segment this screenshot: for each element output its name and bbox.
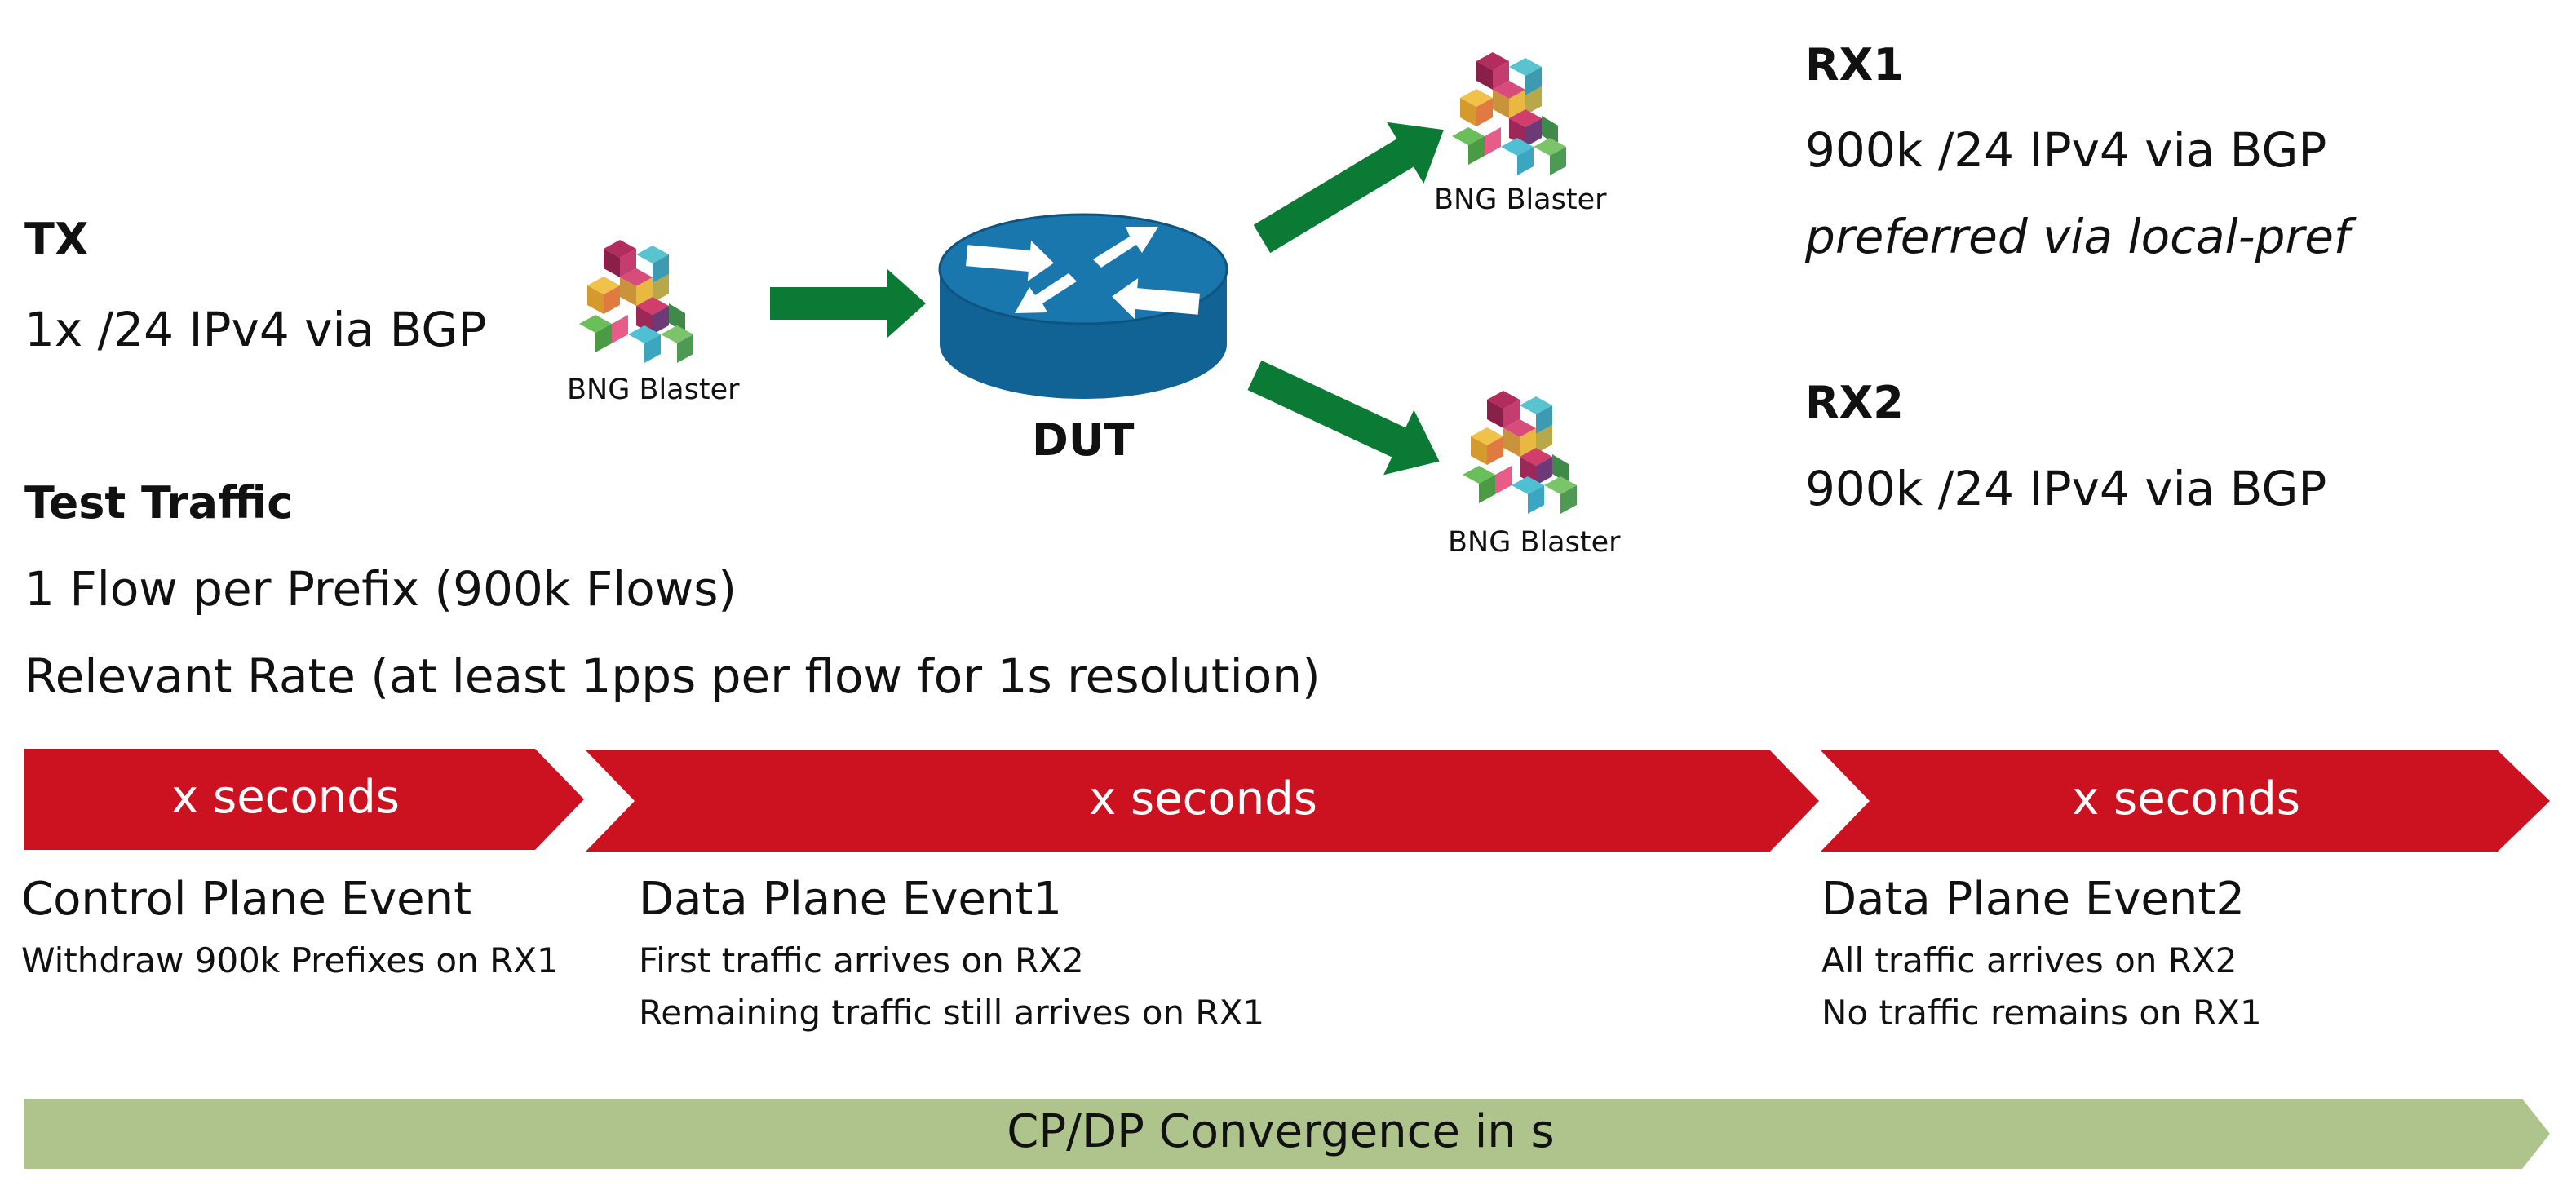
event-1-title: Control Plane Event <box>21 873 472 926</box>
rx2-bng-logo <box>1463 391 1577 514</box>
event-2-line-2: Remaining traffic still arrives on RX1 <box>639 993 1265 1033</box>
dut-label: DUT <box>1032 414 1135 466</box>
router-icon <box>938 213 1228 399</box>
convergence-bar <box>24 1099 2550 1169</box>
tx-title: TX <box>24 214 89 265</box>
event-2-title: Data Plane Event1 <box>639 873 1062 926</box>
event-3-title: Data Plane Event2 <box>1821 873 2245 926</box>
traffic-title: Test Traffic <box>24 477 294 529</box>
chevron-1-label: x seconds <box>171 771 400 824</box>
traffic-rate: Relevant Rate (at least 1pps per flow fo… <box>24 648 1321 704</box>
event-3-line-2: No traffic remains on RX1 <box>1821 993 2262 1033</box>
convergence-label: CP/DP Convergence in s <box>1007 1105 1555 1158</box>
rx1-title: RX1 <box>1805 39 1904 91</box>
arrow-tx-to-dut <box>770 269 926 338</box>
rx1-bng-logo <box>1452 52 1566 175</box>
rx2-bng-label: BNG Blaster <box>1448 526 1621 559</box>
rx1-bng-label: BNG Blaster <box>1434 184 1607 216</box>
arrow-dut-to-rx1 <box>1253 122 1444 254</box>
event-3-line-1: All traffic arrives on RX2 <box>1821 940 2237 980</box>
arrow-dut-to-rx2 <box>1247 360 1440 476</box>
tx-bng-label: BNG Blaster <box>567 374 740 406</box>
event-1-line-1: Withdraw 900k Prefixes on RX1 <box>21 940 559 980</box>
chevron-3-label: x seconds <box>2072 772 2300 825</box>
rx2-description: 900k /24 IPv4 via BGP <box>1805 461 2327 516</box>
tx-description: 1x /24 IPv4 via BGP <box>24 302 487 357</box>
rx1-preference: preferred via local-pref <box>1805 209 2351 264</box>
rx2-title: RX2 <box>1805 377 1904 428</box>
chevron-segment-1 <box>24 749 584 850</box>
traffic-flows: 1 Flow per Prefix (900k Flows) <box>24 561 737 617</box>
chevron-2-label: x seconds <box>1089 772 1317 825</box>
chevron-segment-3 <box>1821 750 2550 852</box>
event-2-line-1: First traffic arrives on RX2 <box>639 940 1084 980</box>
chevron-segment-2 <box>586 750 1819 852</box>
rx1-description: 900k /24 IPv4 via BGP <box>1805 122 2327 178</box>
tx-bng-logo <box>579 240 693 363</box>
